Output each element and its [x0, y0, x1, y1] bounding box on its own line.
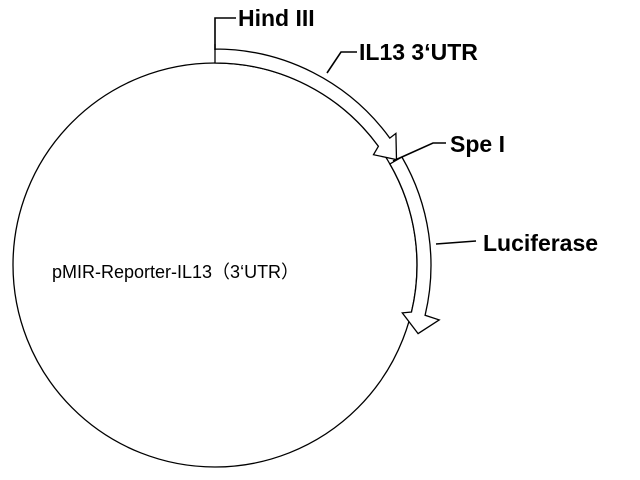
- spe-i-label: Spe I: [450, 131, 505, 157]
- hind-iii-label: Hind III: [238, 5, 315, 31]
- luciferase-label: Luciferase: [483, 230, 598, 256]
- plasmid-name-label: pMIR-Reporter-IL13（3‘UTR）: [52, 262, 299, 282]
- hind-iii-site-marker: [214, 17, 236, 50]
- luciferase-feature-arrow: [389, 156, 441, 335]
- il13-utr-leader-line: [326, 51, 357, 74]
- il13-utr-label: IL13 3‘UTR: [359, 39, 478, 65]
- luciferase-leader-line: [435, 240, 477, 245]
- spe-i-site-marker: [392, 142, 446, 162]
